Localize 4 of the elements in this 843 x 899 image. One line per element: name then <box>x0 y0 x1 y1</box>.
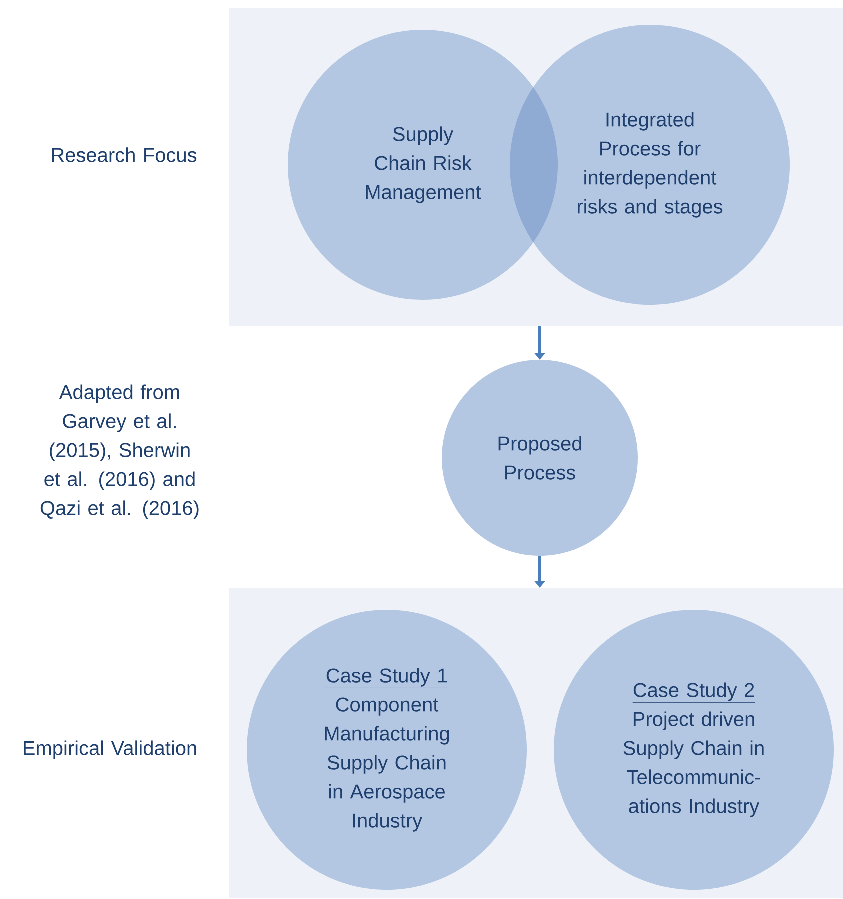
side-label: Research Focus <box>52 148 197 162</box>
side-label: Adapted from Garvey et al. (2015), Sherwin et al. (2016) and Qazi et al. (2016) <box>40 384 199 520</box>
node-label: Integrated Process for interdependent risks and stages <box>578 112 723 218</box>
side-label: Empirical Validation <box>24 740 196 760</box>
